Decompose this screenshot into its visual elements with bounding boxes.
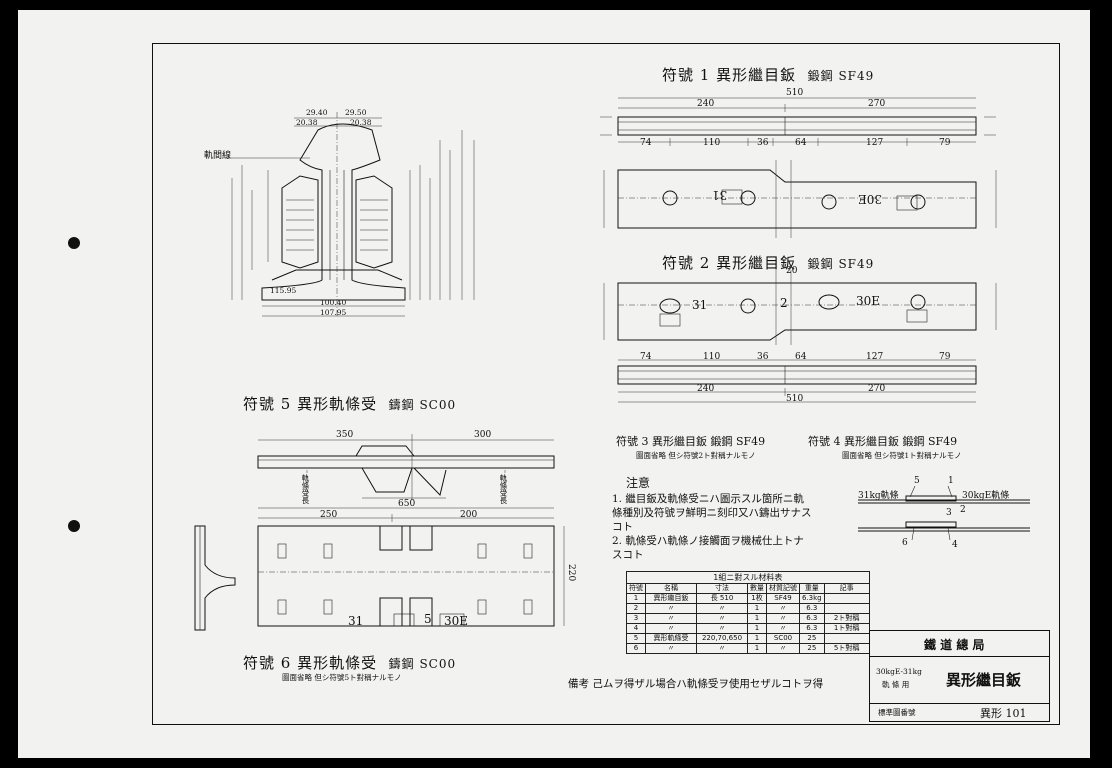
materials-header: 符號 名稱 寸法 數量 材質記號 重量 記事 (626, 583, 870, 594)
p2-dim-total: 510 (786, 394, 804, 404)
rail-cross-section (225, 112, 475, 318)
p5-label-right: 軌條受長 (499, 474, 508, 504)
p2-dim-top: 20 (786, 266, 798, 276)
p1-dim-b3: 36 (757, 138, 769, 148)
p1-mark-30e: 30E (858, 192, 883, 206)
rail-dim-1: 29.40 (306, 108, 328, 117)
std-number-label: 標準圖番號 (878, 708, 916, 717)
p6-dim-650: 650 (398, 499, 416, 509)
p1-dim-total: 510 (786, 88, 804, 98)
materials-caption: 1組ニ對スル材料表 (626, 571, 870, 584)
p1-dim-b6: 79 (939, 138, 951, 148)
part-1-title: 符號 1 異形繼目鈑 鍛鋼 SF49 (662, 66, 875, 84)
assembly-label-right: 30kgE軌條 (962, 491, 1010, 501)
gauge-line-label: 軌間線 (204, 151, 232, 161)
part-3-title: 符號 3 異形繼目鈑 鍛鋼 SF49 (616, 435, 766, 448)
remark: 備考 己ムヲ得ザル場合ハ軌條受ヲ使用セザルコトヲ得 (568, 678, 824, 690)
assembly-num-1: 1 (948, 476, 954, 486)
p6-mark-31: 31 (348, 614, 364, 628)
part-2-title: 符號 2 異形繼目鈑 鍛鋼 SF49 (662, 254, 875, 272)
p5-dim-300: 300 (474, 430, 492, 440)
p2-mark-30e: 30E (856, 294, 881, 308)
part-6-note: 圖面省略 但シ符號5ト對稱ナルモノ (282, 673, 402, 682)
p2-dim-b4: 64 (795, 352, 807, 362)
rail-dim-2: 29.50 (345, 108, 367, 117)
binder-hole-bottom (68, 520, 80, 532)
part-5-elevation (257, 434, 555, 500)
p6-dim-250: 250 (320, 510, 338, 520)
p1-dim-right: 270 (868, 99, 886, 109)
drawing-number: 異形 101 (980, 707, 1027, 720)
p1-dim-left: 240 (697, 99, 715, 109)
rail-dim-6: 107.95 (320, 308, 347, 317)
part-6-title: 符號 6 異形軌條受 鑄鋼 SC00 (243, 654, 457, 672)
p2-dim-b1: 74 (640, 352, 652, 362)
assembly-num-6: 6 (902, 538, 908, 548)
part-6-plan (194, 507, 565, 631)
notes-heading: 注意 (626, 476, 651, 490)
title-subtitle-2: 軌 條 用 (882, 680, 910, 689)
title-block-office-row: 鐵 道 總 局 (870, 631, 1049, 657)
part-4-title: 符號 4 異形繼目鈑 鍛鋼 SF49 (808, 435, 958, 448)
part-4-note: 圖面省略 但シ符號1ト對稱ナルモノ (842, 451, 962, 460)
drawing-frame (152, 43, 1060, 725)
part-1-plan (617, 97, 977, 238)
part-3-note: 圖面省略 但シ符號2ト對稱ナルモノ (636, 451, 756, 460)
title-block-number-row: 標準圖番號 異形 101 (870, 704, 1049, 721)
assembly-num-4: 4 (952, 540, 958, 550)
rail-dim-3: 20.38 (296, 118, 318, 127)
p2-dim-b6: 79 (939, 352, 951, 362)
drawing-name: 異形繼目鈑 (946, 671, 1022, 689)
assembly-sketch (858, 485, 1030, 541)
title-block-name-row: 30kgE-31kg 軌 條 用 異形繼目鈑 (870, 657, 1049, 704)
p1-dim-b4: 64 (795, 138, 807, 148)
p5-label-left: 軌條受長 (301, 474, 310, 504)
p5-dim-350: 350 (336, 430, 354, 440)
rail-dim-7: 115.95 (270, 286, 297, 295)
table-row: 2〃〃1〃6.3 (626, 603, 870, 614)
p2-dim-b2: 110 (703, 352, 721, 362)
p2-dim-b3: 36 (757, 352, 769, 362)
p2-dim-left: 240 (697, 384, 715, 394)
p2-dim-right: 270 (868, 384, 886, 394)
part-5-title: 符號 5 異形軌條受 鑄鋼 SC00 (243, 395, 457, 413)
p6-dim-220: 220 (566, 564, 576, 582)
p2-dim-b5: 127 (866, 352, 884, 362)
assembly-label-left: 31kg軌條 (858, 491, 899, 501)
note-2: 2. 軌條受ハ軌條ノ接觸面ヲ機械仕上トナスコト (612, 535, 804, 561)
p2-mark-2: 2 (780, 296, 788, 310)
p6-dim-200: 200 (460, 510, 478, 520)
rail-dim-5: 100.40 (320, 298, 347, 307)
assembly-num-3: 3 (946, 508, 952, 518)
p1-dim-b1: 74 (640, 138, 652, 148)
title-block: 鐵 道 總 局 30kgE-31kg 軌 條 用 異形繼目鈑 標準圖番號 異形 … (869, 630, 1050, 722)
binder-hole-top (68, 237, 80, 249)
rail-dim-4: 20.38 (350, 118, 372, 127)
assembly-num-5: 5 (914, 476, 920, 486)
p1-mark-31: 31 (712, 188, 728, 202)
p2-mark-31: 31 (692, 298, 708, 312)
p6-mark-5: 5 (424, 612, 432, 626)
part-2-plan (617, 270, 977, 403)
title-subtitle-1: 30kgE-31kg (876, 667, 922, 676)
p1-dim-b2: 110 (703, 138, 721, 148)
note-1: 1. 繼目鈑及軌條受ニハ圖示スル箇所ニ軌條種別及符號ヲ鮮明ニ刻印又ハ鑄出サナスコ… (612, 493, 812, 533)
p1-dim-b5: 127 (866, 138, 884, 148)
p6-mark-30e: 30E (444, 614, 469, 628)
assembly-num-2: 2 (960, 505, 966, 515)
office-name: 鐵 道 總 局 (924, 638, 985, 652)
